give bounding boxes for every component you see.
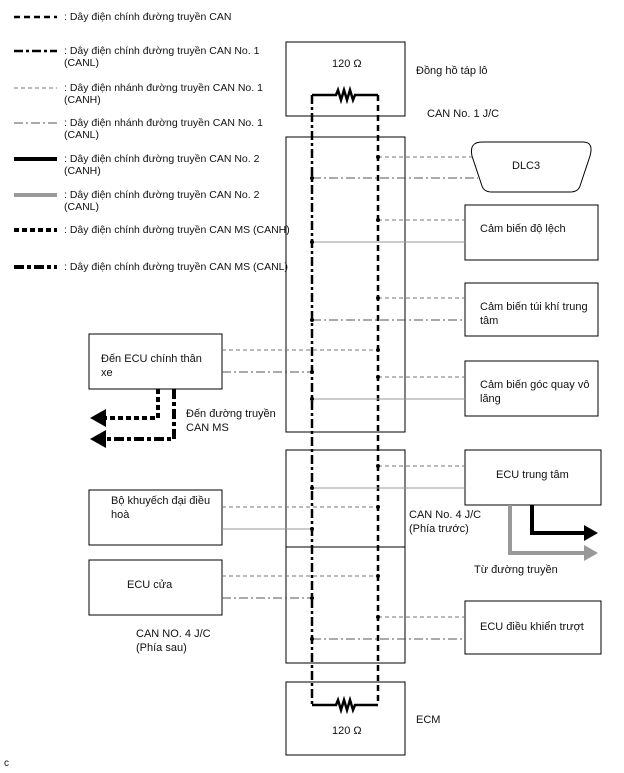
- door-ecu-label: ECU cửa: [127, 579, 173, 591]
- can4-front-box: [285, 449, 406, 548]
- can2-arrows: [508, 505, 598, 561]
- ac-amp-box: [88, 489, 223, 546]
- skid-ecu-label: ECU điều khiển trượt: [480, 621, 584, 633]
- legend-text-1: : Dây điện chính đường truyền CAN: [64, 11, 232, 23]
- can4-front-label: CAN No. 4 J/C (Phía trước): [409, 509, 482, 535]
- body-ecu-box: [88, 333, 223, 390]
- yaw-sensor-box: [464, 204, 599, 261]
- from-line-label: Từ đường truyền: [474, 564, 558, 576]
- resistor-bottom: [312, 695, 378, 715]
- ac-amp-label: Bộ khuyếch đại điều hoà: [111, 495, 211, 521]
- legend-text-7: : Dây điện chính đường truyền CAN MS (CA…: [64, 224, 290, 236]
- skid-ecu-box: [464, 600, 602, 655]
- airbag-sensor-box: [464, 282, 599, 337]
- corner-mark: c: [4, 758, 9, 769]
- can4-rear-label: CAN NO. 4 J/C (Phía sau): [136, 628, 211, 654]
- can1-jc-box: [285, 136, 406, 433]
- meter-box: [285, 41, 406, 117]
- steering-sensor-label: Cảm biến góc quay vô lăng: [480, 379, 590, 405]
- dlc3-connector: [471, 141, 592, 193]
- resistor-top: [312, 85, 378, 105]
- body-ecu-label: Đến ECU chính thân xe: [101, 353, 202, 379]
- resistor-top-label: 120 Ω: [332, 58, 362, 70]
- legend-text-2: : Dây điện chính đường truyền CAN No. 1 …: [64, 45, 260, 69]
- can4-rear-box: [285, 546, 406, 664]
- to-can-ms-label: Đến đường truyền CAN MS: [186, 408, 276, 434]
- gateway-ecu-label: ECU trung tâm: [496, 469, 569, 481]
- legend-text-5: : Dây điện chính đường truyền CAN No. 2 …: [64, 153, 260, 177]
- steering-sensor-box: [464, 360, 599, 417]
- legend-text-3: : Dây điện nhánh đường truyền CAN No. 1 …: [64, 82, 263, 106]
- legend-text-6: : Dây điện chính đường truyền CAN No. 2 …: [64, 189, 260, 213]
- resistor-bottom-label: 120 Ω: [332, 725, 362, 737]
- legend-lines: [14, 15, 57, 269]
- ecm-box: [285, 681, 406, 756]
- ecm-label: ECM: [416, 714, 441, 726]
- legend-text-8: : Dây điện chính đường truyền CAN MS (CA…: [64, 261, 289, 273]
- meter-label: Đồng hồ táp lô: [416, 65, 488, 77]
- airbag-sensor-label: Cảm biến túi khí trung tâm: [480, 301, 588, 327]
- can-ms-arrows: [90, 389, 176, 448]
- branch-lines: [222, 156, 478, 640]
- dlc3-label: DLC3: [512, 160, 541, 172]
- legend-text-4: : Dây điện nhánh đường truyền CAN No. 1 …: [64, 117, 263, 141]
- junction-dots: [310, 155, 380, 641]
- yaw-sensor-label: Cảm biến độ lệch: [480, 223, 566, 235]
- can1-jc-label: CAN No. 1 J/C: [427, 108, 500, 120]
- door-ecu-box: [88, 559, 223, 616]
